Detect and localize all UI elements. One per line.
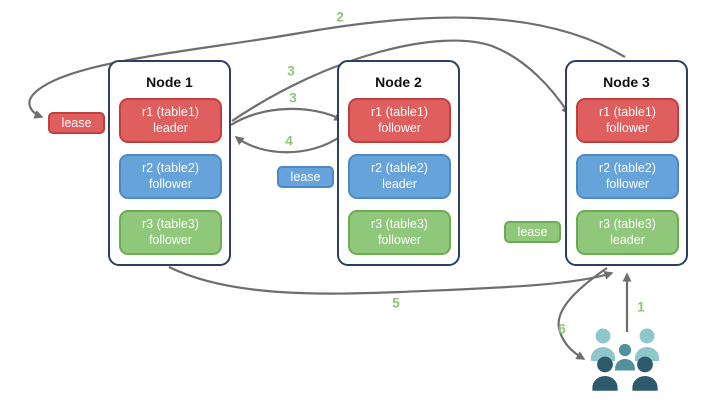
lease-badge-table3: lease	[504, 221, 561, 243]
replica-name: r3 (table3)	[142, 217, 199, 232]
step-label-2: 2	[336, 9, 344, 25]
node-1-replica-r2: r2 (table2) follower	[119, 154, 222, 199]
step-label-5: 5	[392, 295, 400, 311]
replica-role: follower	[377, 232, 422, 247]
users-icon	[591, 328, 659, 391]
node-1-title: Node 1	[146, 74, 193, 90]
step-label-3a: 3	[287, 63, 295, 79]
node-3-replica-r1: r1 (table1) follower	[576, 98, 679, 143]
replica-role: follower	[148, 176, 193, 191]
arrow-step6	[557, 267, 608, 360]
node-2-replica-r3: r3 (table3) follower	[348, 210, 451, 255]
replica-role: leader	[153, 120, 188, 135]
node-3-title: Node 3	[603, 74, 650, 90]
replica-role: follower	[605, 120, 650, 135]
step-label-6: 6	[558, 321, 566, 337]
replica-name: r2 (table2)	[371, 161, 428, 176]
arrow-step5	[168, 266, 614, 295]
lease-badge-table2: lease	[277, 166, 334, 188]
node-1: Node 1 r1 (table1) leader r2 (table2) fo…	[108, 60, 231, 266]
replica-role: leader	[382, 176, 417, 191]
replica-name: r2 (table2)	[142, 161, 199, 176]
replica-role: leader	[610, 232, 645, 247]
node-3-replica-r3: r3 (table3) leader	[576, 210, 679, 255]
replica-role: follower	[605, 176, 650, 191]
step-label-1: 1	[637, 299, 645, 315]
step-label-3b: 3	[289, 90, 297, 106]
node-2: Node 2 r1 (table1) follower r2 (table2) …	[337, 60, 460, 266]
node-1-replica-r1: r1 (table1) leader	[119, 98, 222, 143]
replica-name: r3 (table3)	[599, 217, 656, 232]
node-3-replica-r2: r2 (table2) follower	[576, 154, 679, 199]
replica-name: r1 (table1)	[599, 105, 656, 120]
node-2-replica-r1: r1 (table1) follower	[348, 98, 451, 143]
lease-badge-table1: lease	[48, 112, 105, 134]
replica-role: follower	[148, 232, 193, 247]
replica-name: r3 (table3)	[371, 217, 428, 232]
node-1-replica-r3: r3 (table3) follower	[119, 210, 222, 255]
step-label-4: 4	[285, 133, 293, 149]
replica-name: r2 (table2)	[599, 161, 656, 176]
node-2-replica-r2: r2 (table2) leader	[348, 154, 451, 199]
replica-name: r1 (table1)	[142, 105, 199, 120]
arrow-step3-to-node2	[230, 107, 344, 126]
replica-role: follower	[377, 120, 422, 135]
node-3: Node 3 r1 (table1) follower r2 (table2) …	[565, 60, 688, 266]
node-2-title: Node 2	[375, 74, 422, 90]
replica-name: r1 (table1)	[371, 105, 428, 120]
